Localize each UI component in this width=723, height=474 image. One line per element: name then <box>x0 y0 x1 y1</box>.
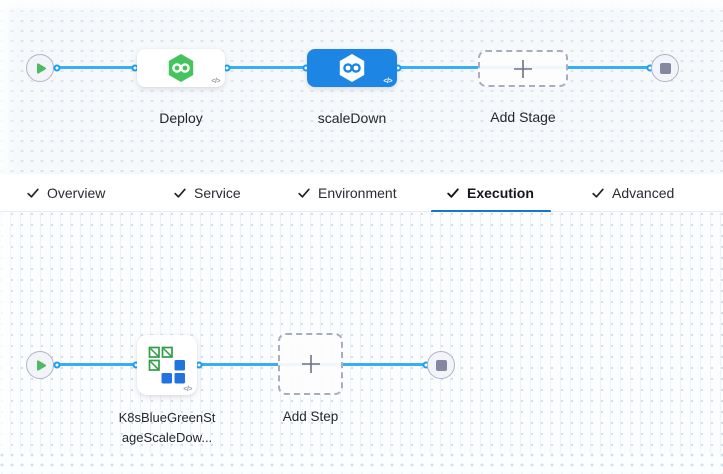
tab-advanced[interactable]: Advanced <box>591 174 674 212</box>
execution-start-node <box>26 351 54 379</box>
stage-label-scaledown: scaleDown <box>317 110 387 126</box>
code-icon: </> <box>383 78 392 85</box>
stop-icon <box>435 359 447 371</box>
tab-service[interactable]: Service <box>173 174 241 212</box>
add-step-button[interactable] <box>278 333 343 395</box>
plus-icon <box>514 59 532 78</box>
add-stage-label: Add Stage <box>490 109 556 125</box>
stage-node-scaledown[interactable]: </> <box>307 49 397 87</box>
step-connector-line <box>40 363 426 366</box>
stop-icon <box>659 62 671 74</box>
code-icon: </> <box>211 78 220 85</box>
canvas-bottom-strip <box>0 453 723 474</box>
pipeline-start-node <box>26 54 54 82</box>
add-stage-button[interactable] <box>478 50 568 87</box>
tab-label: Environment <box>318 185 397 201</box>
stage-graph-canvas[interactable]: </> Deploy </> scaleDown Add Stage <box>0 0 723 174</box>
step-node-k8s-bluegreen-scaledown[interactable]: </> <box>137 335 197 395</box>
tab-label: Execution <box>467 185 534 201</box>
pipeline-end-node <box>651 54 679 82</box>
tab-environment[interactable]: Environment <box>297 174 397 212</box>
execution-end-node <box>427 351 455 379</box>
tab-label: Advanced <box>612 185 675 201</box>
stage-config-tabs: Overview Service Environment Execution A <box>0 174 723 213</box>
tab-label: Overview <box>47 185 106 201</box>
stage-node-deploy[interactable]: </> <box>137 49 225 87</box>
step-label-line1: K8sBlueGreenSt <box>118 410 216 425</box>
play-icon <box>36 62 46 74</box>
check-icon <box>174 188 186 198</box>
check-icon <box>298 188 310 198</box>
tab-label: Service <box>194 185 241 201</box>
tab-overview[interactable]: Overview <box>26 174 105 212</box>
harness-cd-hexagon-icon <box>339 54 365 82</box>
code-icon: </> <box>183 386 192 393</box>
harness-cd-hexagon-icon <box>168 54 194 82</box>
tab-execution[interactable]: Execution <box>431 174 551 213</box>
step-label-line2: ageScaleDow... <box>121 430 213 445</box>
connector-port <box>53 361 61 369</box>
step-label-k8s: K8sBlueGreenSt ageScaleDow... <box>110 408 224 448</box>
stage-label-deploy: Deploy <box>159 110 203 126</box>
check-icon <box>27 188 39 198</box>
add-step-label: Add Step <box>282 409 339 424</box>
check-icon <box>592 188 604 198</box>
connector-port <box>53 64 61 72</box>
k8s-blue-green-icon <box>148 346 185 384</box>
plus-icon <box>301 355 320 373</box>
execution-graph-canvas[interactable]: </> K8sBlueGreenSt ageScaleDow... Add St… <box>0 212 723 474</box>
check-icon <box>447 188 459 198</box>
play-icon <box>36 359 46 371</box>
